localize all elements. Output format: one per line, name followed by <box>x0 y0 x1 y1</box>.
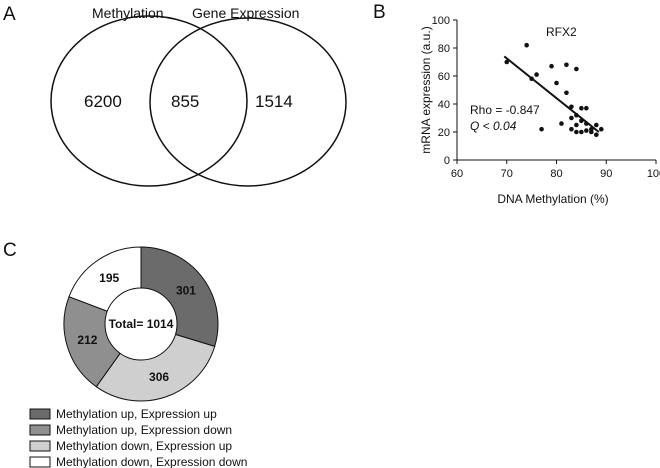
donut-value-label: 306 <box>149 370 169 384</box>
venn-circle-gene-expression <box>149 17 347 187</box>
scatter-x-axis-title: DNA Methylation (%) <box>497 192 608 206</box>
panel-a-letter: A <box>3 4 16 25</box>
scatter-point <box>584 105 589 111</box>
legend-label: Methylation down, Expression up <box>56 439 232 453</box>
panel-c: C Total= 1014 301 306 212 195 Methylation u… <box>3 240 247 468</box>
scatter-point <box>534 72 539 77</box>
legend-label: Methylation up, Expression down <box>56 423 232 437</box>
x-tick-label: 100 <box>647 168 660 180</box>
scatter-point <box>574 66 579 72</box>
panel-b: B RFX2 0 20 40 60 80 100 60 70 80 90 100 mRNA exp… <box>373 2 660 206</box>
y-tick-label: 40 <box>438 99 450 111</box>
scatter-point <box>584 121 589 126</box>
scatter-point <box>574 122 579 128</box>
q-annotation: Q < 0.04 <box>470 119 517 133</box>
x-tick-label: 60 <box>451 168 463 180</box>
scatter-point <box>564 62 569 68</box>
scatter-points <box>504 42 604 138</box>
scatter-point <box>564 90 569 96</box>
scatter-x-ticks: 60 70 80 90 100 <box>451 160 660 180</box>
scatter-point <box>589 129 594 135</box>
scatter-y-ticks: 0 20 40 60 80 100 <box>432 15 457 167</box>
scatter-point <box>574 129 579 135</box>
y-tick-label: 0 <box>444 155 450 167</box>
donut-value-label: 195 <box>99 271 119 285</box>
scatter-point <box>574 112 579 118</box>
y-tick-label: 80 <box>438 43 450 55</box>
venn-count-overlap: 855 <box>171 92 199 111</box>
donut-legend: Methylation up, Expression up Methylation… <box>29 407 247 468</box>
scatter-point <box>539 126 544 132</box>
scatter-y-axis-title: mRNA expression (a.u.) <box>419 26 433 153</box>
x-tick-label: 80 <box>550 168 562 180</box>
legend-swatch <box>29 440 51 452</box>
legend-swatch <box>29 408 51 420</box>
scatter-point <box>594 132 599 138</box>
y-tick-label: 100 <box>432 15 450 27</box>
legend-swatch <box>29 456 51 468</box>
x-tick-label: 90 <box>600 168 612 180</box>
legend-label: Methylation down, Expression down <box>56 455 247 468</box>
venn-count-expression-only: 1514 <box>255 92 293 111</box>
panel-b-letter: B <box>373 2 386 23</box>
donut-hole <box>104 287 178 361</box>
scatter-point <box>569 115 574 121</box>
scatter-title: RFX2 <box>546 25 577 39</box>
y-tick-label: 20 <box>438 127 450 139</box>
scatter-point <box>579 129 584 135</box>
venn-circle-methylation <box>50 15 248 187</box>
scatter-point <box>579 105 584 111</box>
donut-slice <box>95 323 216 402</box>
scatter-point <box>524 42 529 48</box>
scatter-point <box>504 59 510 65</box>
scatter-point <box>569 104 574 110</box>
scatter-point <box>579 118 584 124</box>
y-tick-label: 60 <box>438 71 450 83</box>
rho-annotation: Rho = -0.847 <box>470 103 540 117</box>
scatter-point <box>569 126 574 132</box>
scatter-point <box>584 128 589 133</box>
scatter-point <box>549 63 554 69</box>
donut-value-label: 301 <box>176 284 196 298</box>
venn-set-label-methylation: Methylation <box>92 5 164 21</box>
legend-swatch <box>29 424 51 436</box>
scatter-point <box>554 80 559 86</box>
x-tick-label: 70 <box>501 168 513 180</box>
scatter-point <box>559 121 564 126</box>
donut-value-label: 212 <box>77 333 97 347</box>
venn-count-methylation-only: 6200 <box>84 92 122 111</box>
legend-label: Methylation up, Expression up <box>56 407 217 421</box>
venn-set-label-gene-expression: Gene Expression <box>192 5 299 21</box>
panel-c-letter: C <box>3 240 17 261</box>
scatter-point <box>598 126 604 132</box>
scatter-point <box>529 76 534 82</box>
panel-a: A Methylation Gene Expression 6200 855 1… <box>3 4 347 187</box>
scatter-point <box>594 122 599 128</box>
donut-center-total: Total= 1014 <box>109 317 174 331</box>
donut-value-labels: 301 306 212 195 <box>77 271 196 384</box>
